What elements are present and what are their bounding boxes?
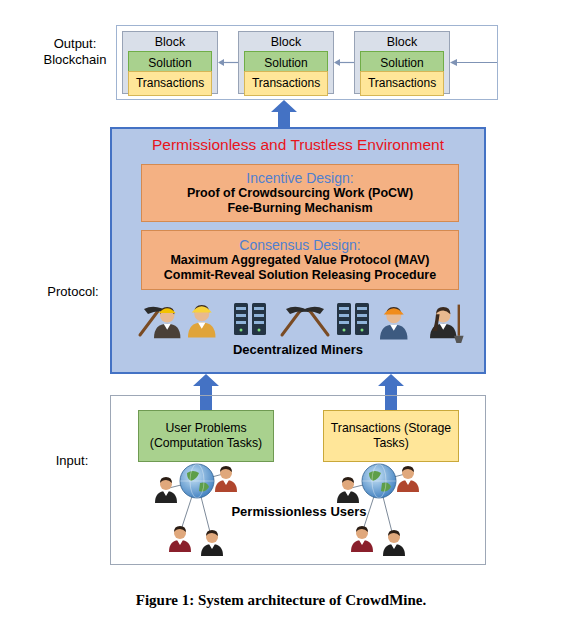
side-label: Output: Blockchain [39,36,111,67]
box-line: Commit-Reveal Solution Releasing Procedu… [164,268,436,283]
block-title: Block [239,35,333,50]
flow-arrow [193,374,219,410]
user-icon [201,530,223,556]
connector-line [224,62,238,63]
transactions-box: Transactions [244,71,328,96]
box-line: Fee-Burning Mechanism [227,201,372,216]
globe-icon [180,464,214,498]
block-arrow-shape [271,100,297,127]
users-label: Permissionless Users [215,504,383,520]
side-label: Input: [39,453,105,469]
server-icon [337,303,351,335]
user-icon [169,526,191,552]
pickaxe-icon [298,307,328,335]
box-label: User Problems (Computation Tasks) [143,421,269,451]
globe-icon [362,464,396,498]
miner-icon [380,307,408,340]
box-label: Solution [148,56,191,70]
blockchain-panel: Output: BlockchainBlockSolutionTransacti… [116,25,498,100]
server-icon [252,303,266,335]
shovel-worker-icon [430,305,464,343]
figure-caption: Figure 1: System architecture of CrowdMi… [0,592,562,609]
worker-body [188,305,216,338]
chain-tail-arrow [450,59,497,66]
transactions-box: Transactions [360,71,444,96]
miner-body [380,307,408,340]
helmet [159,308,176,313]
hair [432,314,439,331]
box-heading: Incentive Design: [246,170,353,187]
box-label: Transactions [252,76,320,90]
shovel-handle [458,305,460,336]
block-box: BlockSolutionTransactions [122,31,218,94]
transactions-input-box: Transactions (Storage Tasks) [323,410,459,462]
box-label: Transactions (Storage Tasks) [328,421,454,451]
block-title: Block [123,35,217,50]
user-icon [337,477,359,503]
user-icon [397,466,419,492]
transactions-box: Transactions [128,71,212,96]
worker-icon [188,305,216,338]
incentive-box: Incentive Design:Proof of Crowdsourcing … [141,164,459,222]
block-box: BlockSolutionTransactions [238,31,334,94]
flow-arrow [271,100,297,127]
box-label: Transactions [368,76,436,90]
connector-line [340,62,354,63]
user-icon [383,530,405,556]
consensus-box: Consensus Design:Maximum Aggregated Valu… [141,230,459,290]
protocol-panel: Protocol:Permissionless and Trustless En… [110,127,486,374]
miner-body [154,307,180,338]
helmet [384,308,404,314]
shovel-blade [454,336,464,343]
user-icon [351,526,373,552]
arrow-head [218,59,224,66]
helmet [192,306,212,312]
block-title: Block [355,35,449,50]
arrow-head [334,59,340,66]
pickaxe [298,307,328,335]
box-label: Solution [380,56,423,70]
box-label: Solution [264,56,307,70]
box-heading: Consensus Design: [239,237,360,254]
block-box: BlockSolutionTransactions [354,31,450,94]
server-icon [355,303,369,335]
user-problems-box: User Problems (Computation Tasks) [138,410,274,462]
flow-arrow [378,374,404,410]
box-line: Maximum Aggregated Value Protocol (MAV) [170,253,429,268]
tail-line [456,62,497,63]
input-panel: Input:Permissionless UsersUser Problems … [110,395,486,565]
tail-head [450,59,457,66]
miner-icon [154,307,180,338]
box-label: Transactions [136,76,204,90]
server-icon [234,303,248,335]
chain-arrow [218,59,238,66]
worker-body [430,307,456,338]
block-arrow-shape [378,374,404,410]
side-label: Protocol: [40,284,106,300]
miners-label: Decentralized Miners [216,342,380,358]
block-arrow-shape [193,374,219,410]
box-line: Proof of Crowdsourcing Work (PoCW) [187,186,413,201]
user-icon [215,466,237,492]
user-icon [155,477,177,503]
chain-arrow [334,59,354,66]
panel-title: Permissionless and Trustless Environment [112,136,484,155]
